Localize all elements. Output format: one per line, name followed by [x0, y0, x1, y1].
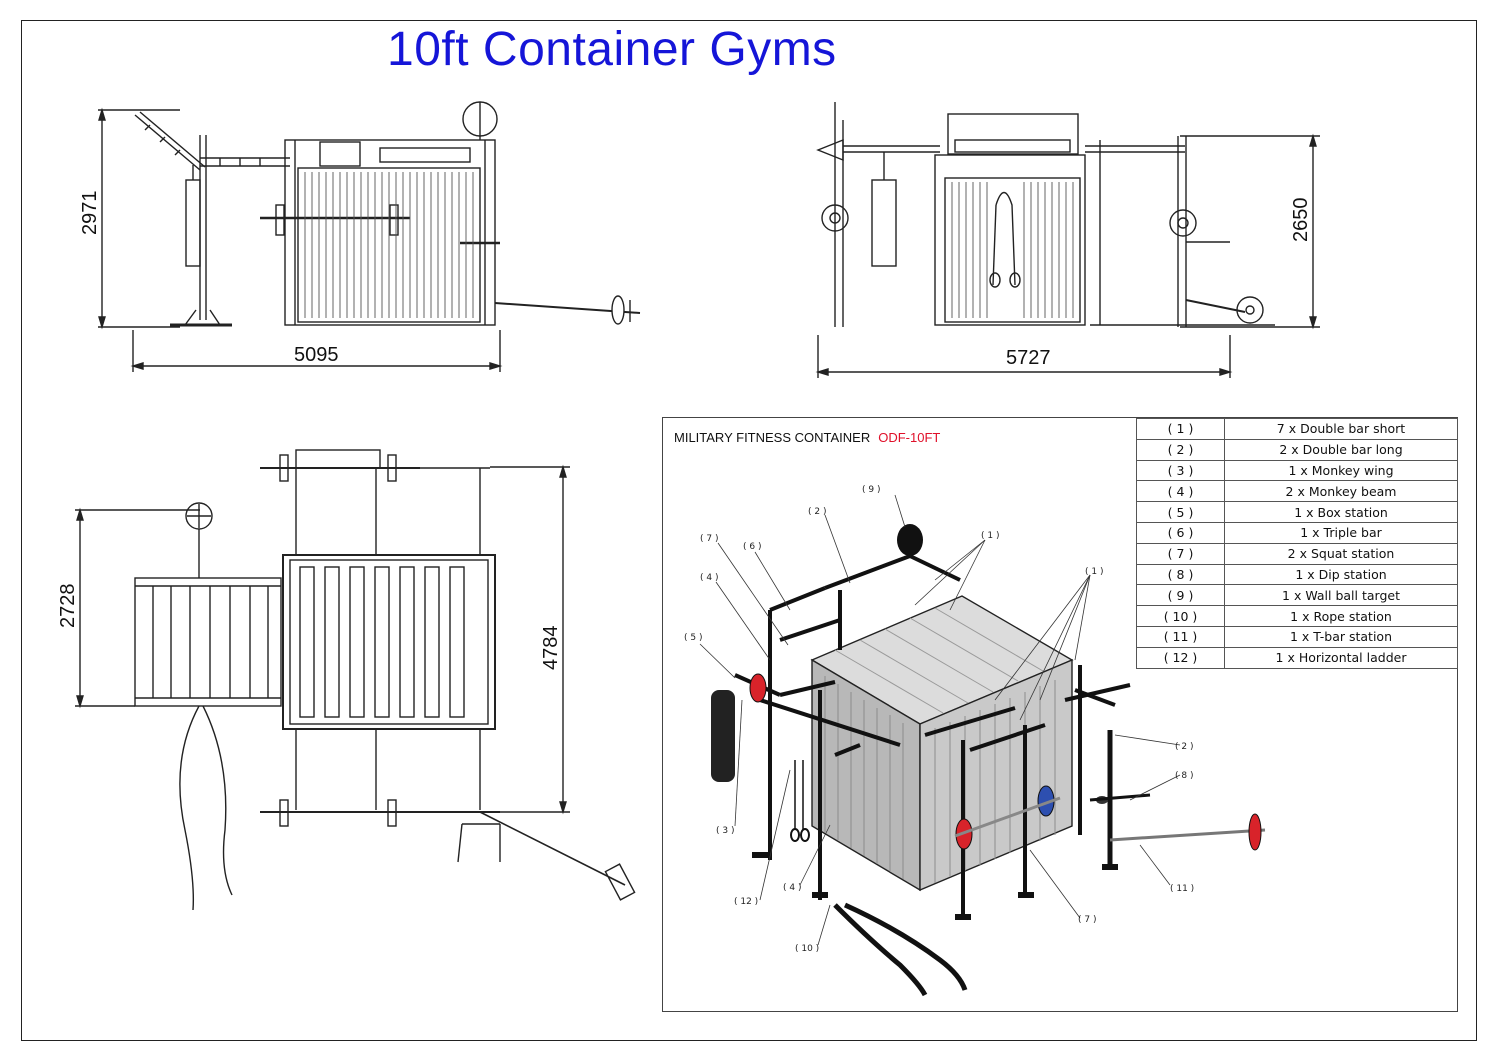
part-description: 1 x Horizontal ladder [1224, 646, 1458, 669]
callout-6: ( 6 ) [743, 542, 761, 552]
part-description: 1 x Wall ball target [1224, 584, 1458, 607]
parts-row: ( 9 )1 x Wall ball target [1136, 584, 1458, 607]
part-number: ( 5 ) [1136, 501, 1225, 523]
part-number: ( 9 ) [1136, 584, 1225, 607]
parts-row: ( 1 )7 x Double bar short [1136, 418, 1458, 440]
callout-7-top: ( 7 ) [700, 534, 718, 544]
part-number: ( 10 ) [1136, 605, 1225, 627]
parts-table: ( 1 )7 x Double bar short( 2 )2 x Double… [1136, 418, 1458, 669]
callout-3: ( 3 ) [716, 826, 734, 836]
part-number: ( 3 ) [1136, 459, 1225, 482]
callout-5: ( 5 ) [684, 633, 702, 643]
front-height-label: 2650 [1290, 198, 1312, 243]
parts-row: ( 4 )2 x Monkey beam [1136, 480, 1458, 503]
page-title: 10ft Container Gyms [387, 23, 837, 76]
callout-1-top: ( 1 ) [981, 531, 999, 541]
callout-7-bottom: ( 7 ) [1078, 915, 1096, 925]
part-description: 1 x T-bar station [1224, 625, 1458, 648]
plan-right-height-label: 4784 [540, 626, 562, 671]
parts-row: ( 8 )1 x Dip station [1136, 563, 1458, 586]
part-description: 2 x Squat station [1224, 542, 1458, 565]
side-width-label: 5095 [294, 344, 339, 366]
side-height-label: 2971 [79, 191, 101, 236]
part-number: ( 11 ) [1136, 625, 1225, 648]
parts-row: ( 12 )1 x Horizontal ladder [1136, 646, 1458, 669]
parts-row: ( 10 )1 x Rope station [1136, 605, 1458, 627]
callout-4-bottom: ( 4 ) [783, 883, 801, 893]
callout-8: ( 8 ) [1175, 771, 1193, 781]
part-number: ( 2 ) [1136, 438, 1225, 461]
callout-10: ( 10 ) [795, 944, 819, 954]
drawing-sheet-border [21, 20, 1477, 1041]
detail-heading: MILITARY FITNESS CONTAINER ODF-10FT [674, 430, 940, 445]
detail-frame [662, 417, 1458, 1012]
part-description: 1 x Box station [1224, 501, 1458, 523]
front-width-label: 5727 [1006, 347, 1051, 369]
callout-1-right: ( 1 ) [1085, 567, 1103, 577]
part-number: ( 12 ) [1136, 646, 1225, 669]
plan-left-height-label: 2728 [57, 584, 79, 629]
part-description: 1 x Triple bar [1224, 521, 1458, 544]
detail-code: ODF-10FT [878, 430, 941, 445]
parts-row: ( 3 )1 x Monkey wing [1136, 459, 1458, 482]
part-number: ( 4 ) [1136, 480, 1225, 503]
part-description: 7 x Double bar short [1224, 418, 1458, 440]
callout-12: ( 12 ) [734, 897, 758, 907]
callout-2-top: ( 2 ) [808, 507, 826, 517]
parts-row: ( 2 )2 x Double bar long [1136, 438, 1458, 461]
callout-4-top: ( 4 ) [700, 573, 718, 583]
part-description: 1 x Dip station [1224, 563, 1458, 586]
parts-row: ( 7 )2 x Squat station [1136, 542, 1458, 565]
parts-row: ( 6 )1 x Triple bar [1136, 521, 1458, 544]
part-description: 1 x Monkey wing [1224, 459, 1458, 482]
parts-row: ( 11 )1 x T-bar station [1136, 625, 1458, 648]
part-description: 2 x Double bar long [1224, 438, 1458, 461]
detail-heading-text: MILITARY FITNESS CONTAINER [674, 430, 871, 445]
part-number: ( 6 ) [1136, 521, 1225, 544]
part-description: 1 x Rope station [1224, 605, 1458, 627]
parts-row: ( 5 )1 x Box station [1136, 501, 1458, 523]
part-number: ( 1 ) [1136, 418, 1225, 440]
callout-9: ( 9 ) [862, 485, 880, 495]
callout-11: ( 11 ) [1170, 884, 1194, 894]
part-number: ( 7 ) [1136, 542, 1225, 565]
part-number: ( 8 ) [1136, 563, 1225, 586]
part-description: 2 x Monkey beam [1224, 480, 1458, 503]
callout-2-right: ( 2 ) [1175, 742, 1193, 752]
